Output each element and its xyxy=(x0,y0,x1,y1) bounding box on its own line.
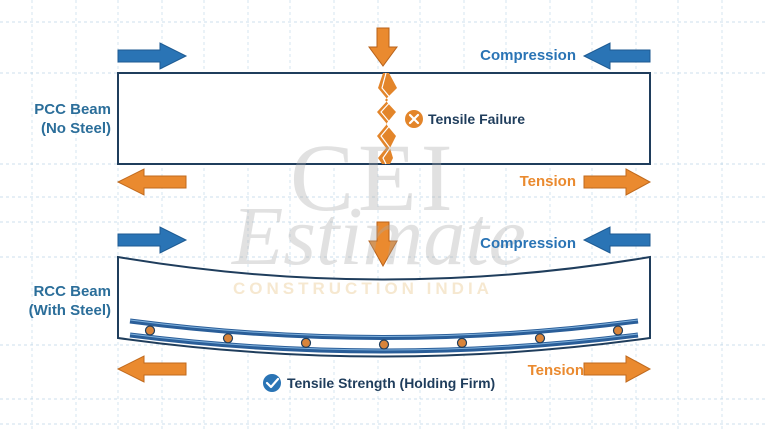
pcc-beam-label: PCC Beam (No Steel) xyxy=(34,100,111,138)
rcc-steel-bar-bottom xyxy=(129,332,639,354)
rcc-compression-arrow-left-icon xyxy=(117,226,188,254)
rebar-dot xyxy=(222,333,234,344)
rebar-dot xyxy=(612,325,624,336)
watermark-subtitle: CONSTRUCTION INDIA xyxy=(233,279,493,298)
rcc-tension-arrow-left-icon xyxy=(116,355,187,383)
rcc-load-arrow-icon xyxy=(368,221,398,268)
rcc-beam-label-line2: (With Steel) xyxy=(28,302,111,319)
rcc-status-text: Tensile Strength (Holding Firm) xyxy=(287,375,496,391)
rebar-dot xyxy=(456,337,468,348)
rcc-steel-bar-top xyxy=(129,318,639,340)
pcc-beam-label-line2: (No Steel) xyxy=(40,120,111,137)
pcc-section xyxy=(116,27,652,196)
pcc-tension-label: Tension xyxy=(519,173,576,190)
rcc-tension-arrow-right-icon xyxy=(583,355,652,383)
pcc-compression-label: Compression xyxy=(480,47,576,64)
rcc-rebar-dots xyxy=(144,325,624,350)
pcc-status-text: Tensile Failure xyxy=(428,111,525,127)
watermark-logo: CEI xyxy=(290,124,457,231)
pcc-compression-arrow-right-icon xyxy=(582,42,651,70)
rebar-dot xyxy=(378,339,390,350)
rcc-steel-bar-top-highlight xyxy=(129,319,639,337)
rcc-beam-label-line1: RCC Beam xyxy=(33,283,111,300)
check-circle-icon xyxy=(263,374,281,392)
pcc-load-arrow-icon xyxy=(368,27,398,67)
rebar-dot xyxy=(300,337,312,348)
pcc-tension-arrow-right-icon xyxy=(583,168,652,196)
rcc-beam-label: RCC Beam (With Steel) xyxy=(29,282,111,320)
rcc-compression-label: Compression xyxy=(480,235,576,252)
pcc-crack-line xyxy=(380,72,393,165)
pcc-tension-arrow-left-icon xyxy=(116,168,187,196)
rcc-compression-arrow-right-icon xyxy=(582,226,651,254)
rebar-dot xyxy=(144,325,156,336)
rcc-steel-bar-bottom-highlight xyxy=(129,333,639,351)
rcc-section xyxy=(116,221,652,392)
rcc-tension-label: Tension xyxy=(527,362,584,379)
x-circle-icon xyxy=(405,110,423,128)
pcc-compression-arrow-left-icon xyxy=(117,42,188,70)
rebar-dot xyxy=(534,333,546,344)
watermark-wordmark: Estimate xyxy=(232,190,526,283)
pcc-beam-label-line1: PCC Beam xyxy=(34,101,111,118)
